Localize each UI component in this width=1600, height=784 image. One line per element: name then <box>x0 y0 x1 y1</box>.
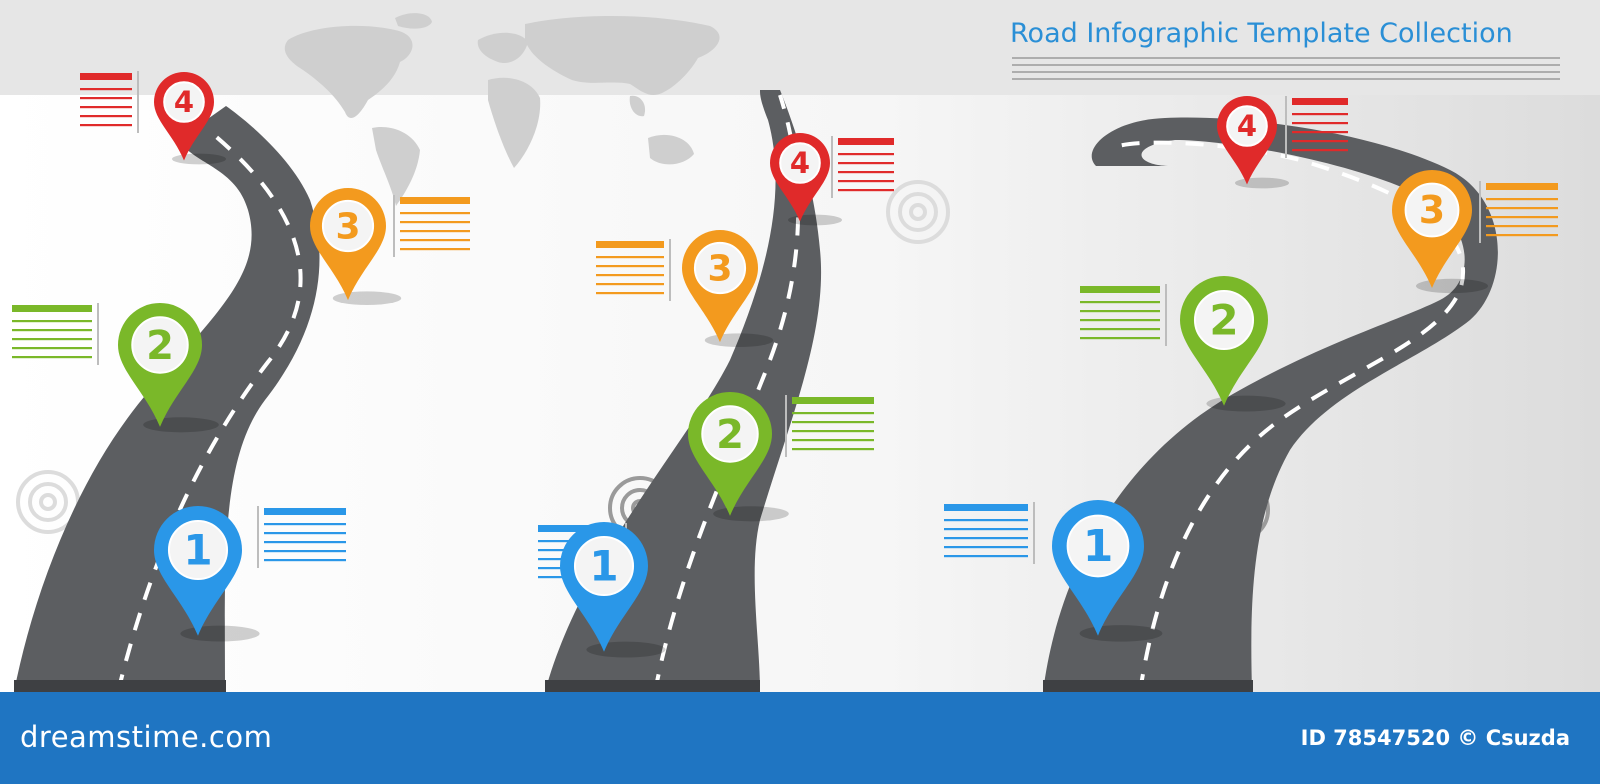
road-3 <box>1043 117 1498 692</box>
footer-brand[interactable]: dreamstime.com <box>20 720 273 754</box>
pin-shadow <box>143 417 219 433</box>
road-1-text-block-3 <box>393 195 470 257</box>
road-2-pin-4: 4 <box>770 133 842 226</box>
road-1-pin-1: 1 <box>154 506 260 642</box>
pin-number: 3 <box>707 249 732 290</box>
footer-image-credit: ID 78547520 © Csuzda <box>1300 726 1570 750</box>
road-2-text-block-2 <box>785 395 874 457</box>
pin-badge <box>163 81 205 123</box>
pin-shadow <box>586 641 666 658</box>
pin-shadow <box>180 625 260 642</box>
road-2-pin-3: 3 <box>682 230 774 348</box>
pin-number: 4 <box>174 85 194 119</box>
pin-badge <box>693 241 747 295</box>
pin-number: 2 <box>1209 296 1238 345</box>
road-3-text-block-4 <box>1285 96 1348 158</box>
header-rule <box>1012 57 1560 80</box>
page-title: Road Infographic Template Collection <box>1010 18 1513 49</box>
road-1-text-block-1 <box>257 506 346 568</box>
pin-number: 3 <box>335 207 360 248</box>
pin-number: 1 <box>1083 521 1114 572</box>
pin-badge <box>573 535 635 597</box>
pin-shadow <box>1206 395 1286 412</box>
pin-shadow <box>1079 625 1163 642</box>
road-3-pin-4: 4 <box>1217 96 1289 189</box>
road-edges <box>14 680 1253 692</box>
pin-badge <box>1226 105 1268 147</box>
road-2-text-block-3 <box>596 239 671 301</box>
pin-badge <box>131 316 189 374</box>
road-2-pin-1: 1 <box>560 522 666 658</box>
pin-badge <box>321 199 375 253</box>
pin-shadow <box>1235 177 1289 189</box>
world-map <box>284 13 720 206</box>
road-3-pin-3: 3 <box>1392 170 1488 294</box>
pin-badge <box>779 142 821 184</box>
pin-number: 4 <box>790 146 810 180</box>
pin-shadow <box>172 153 226 165</box>
pin-number: 1 <box>589 542 618 591</box>
pin-badge <box>1404 182 1460 238</box>
infographic-canvas: 1 2 3 4 1 2 3 4 1 2 3 4 <box>0 0 1600 692</box>
road-1-pin-2: 2 <box>118 303 219 433</box>
pin-shadow <box>1416 278 1488 294</box>
road-1-text-block-2 <box>12 303 99 365</box>
road-2-text-block-4 <box>831 136 894 198</box>
footer-bar: dreamstime.com ID 78547520 © Csuzda <box>0 692 1600 784</box>
pin-badge <box>701 405 759 463</box>
pin-shadow <box>788 214 842 226</box>
pin-badge <box>167 519 229 581</box>
pin-shadow <box>713 506 789 522</box>
pin-badge <box>1193 289 1255 351</box>
road-2-pin-2: 2 <box>688 392 789 522</box>
road-3-text-block-3 <box>1479 181 1558 243</box>
road-3-pin-2: 2 <box>1180 276 1286 412</box>
pin-number: 2 <box>146 323 174 369</box>
road-1-text-block-4 <box>80 71 139 133</box>
pin-shadow <box>704 333 774 348</box>
pin-number: 1 <box>183 526 212 575</box>
road-1-pin-3: 3 <box>310 188 402 306</box>
pin-number: 4 <box>1237 109 1257 143</box>
road-3-text-block-1 <box>944 502 1035 564</box>
road-3-text-block-2 <box>1080 284 1167 346</box>
road-1-pin-4: 4 <box>154 72 226 165</box>
markers: 1 2 3 4 1 2 3 4 1 2 3 4 <box>118 72 1488 658</box>
pin-shadow <box>332 291 402 306</box>
pin-number: 2 <box>716 412 744 458</box>
road-3-pin-1: 1 <box>1052 500 1163 642</box>
pin-badge <box>1066 514 1130 578</box>
pin-number: 3 <box>1419 188 1445 232</box>
